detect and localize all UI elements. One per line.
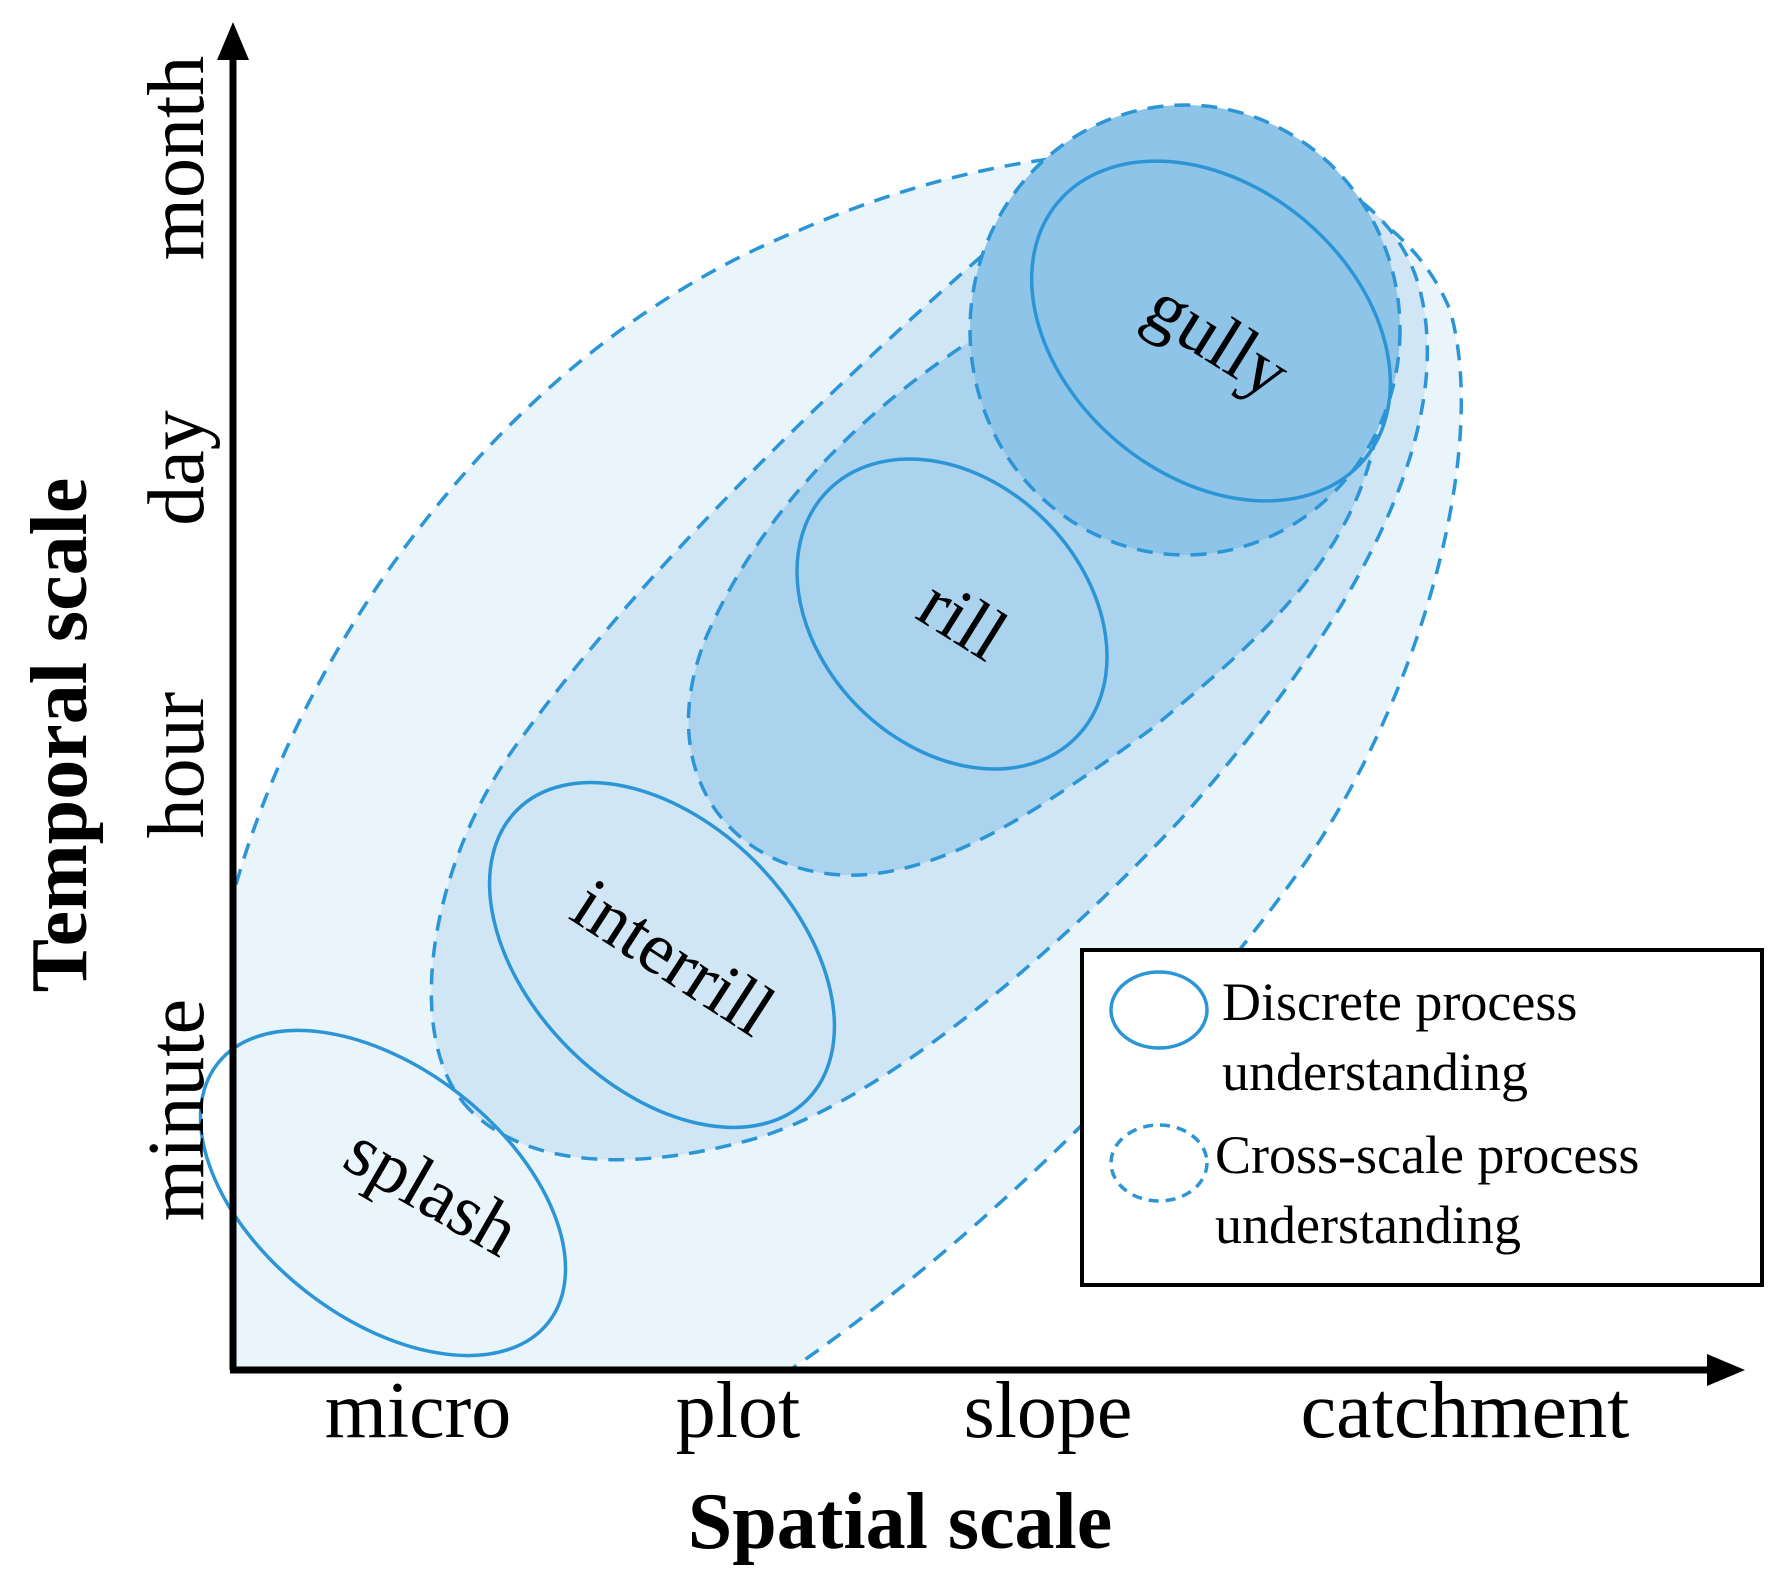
cross-scale-region-gully bbox=[968, 103, 1402, 557]
legend-box bbox=[1080, 948, 1764, 1287]
y-axis-arrowhead bbox=[217, 22, 249, 60]
y-tick-minute: minute bbox=[133, 999, 221, 1221]
x-tick-slope: slope bbox=[964, 1367, 1133, 1455]
y-axis-title: Temporal scale bbox=[16, 478, 104, 993]
process-ellipse-splash bbox=[198, 1028, 568, 1358]
process-ellipse-interrill bbox=[487, 780, 837, 1130]
legend-discrete-line2: understanding bbox=[1222, 1042, 1528, 1102]
legend-cross-scale-line1: Cross-scale process bbox=[1215, 1125, 1639, 1185]
process-ellipse-rill bbox=[795, 457, 1109, 771]
x-tick-plot: plot bbox=[676, 1367, 800, 1455]
x-tick-labels: micro plot slope catchment bbox=[325, 1367, 1630, 1455]
x-axis-arrowhead bbox=[1707, 1354, 1745, 1386]
legend-discrete-line1: Discrete process bbox=[1222, 972, 1577, 1032]
x-axis-title: Spatial scale bbox=[688, 1478, 1112, 1566]
axes bbox=[217, 22, 1745, 1386]
legend-cross-scale-line2: understanding bbox=[1215, 1195, 1521, 1255]
y-tick-month: month bbox=[133, 56, 221, 260]
y-tick-labels: minute hour day month bbox=[133, 56, 221, 1221]
y-tick-day: day bbox=[133, 410, 221, 526]
process-ellipse-gully bbox=[1029, 159, 1393, 503]
discrete-processes bbox=[198, 159, 1393, 1358]
cross-scale-regions bbox=[231, 103, 1464, 1372]
legend: Discrete process understanding Cross-sca… bbox=[1080, 948, 1764, 1287]
x-tick-micro: micro bbox=[325, 1367, 512, 1455]
y-tick-hour: hour bbox=[133, 692, 221, 839]
legend-discrete-icon bbox=[1109, 970, 1209, 1050]
legend-cross-scale-icon bbox=[1109, 1123, 1209, 1203]
x-tick-catchment: catchment bbox=[1301, 1367, 1630, 1455]
